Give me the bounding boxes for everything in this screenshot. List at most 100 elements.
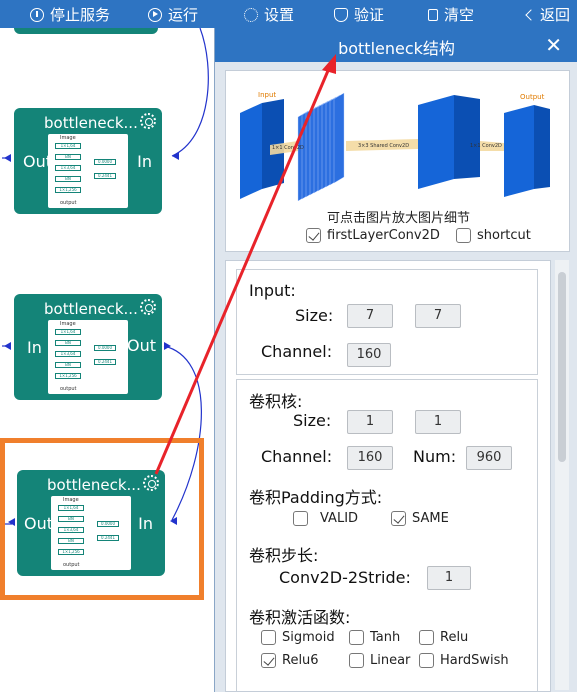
act-linear-option[interactable]: Linear <box>349 653 410 668</box>
thumb-side: 0.0000 <box>97 521 119 527</box>
port-arrow <box>8 518 15 526</box>
port-label-left: Out <box>24 514 54 533</box>
checkbox-unchecked-icon[interactable] <box>261 630 276 645</box>
thumb-side: 0.2441 <box>94 173 116 179</box>
act-tanh-label: Tanh <box>370 630 401 645</box>
scrollbar-thumb[interactable] <box>558 272 566 462</box>
selected-node-highlight <box>0 438 204 600</box>
port-label-left: Out <box>23 152 53 171</box>
back-button[interactable]: 返回 <box>524 4 570 25</box>
stride-field[interactable]: 1 <box>427 566 471 590</box>
kernel-size-h-field[interactable]: 1 <box>415 410 461 434</box>
act-relu-option[interactable]: Relu <box>419 630 468 645</box>
thumb-top: Image <box>60 135 76 141</box>
shortcut-checkbox[interactable]: shortcut <box>456 228 531 243</box>
checkbox-checked-icon[interactable] <box>261 653 276 668</box>
checkbox-unchecked-icon[interactable] <box>456 228 471 243</box>
input-title: Input: <box>249 281 296 300</box>
kernel-num-field[interactable]: 960 <box>466 446 512 470</box>
thumb-bottom: output <box>60 386 77 392</box>
figure-conv1-label: 1×1 Conv2D <box>272 145 304 151</box>
padding-valid-option[interactable]: VALID <box>293 511 358 526</box>
port-label-right: In <box>138 514 153 533</box>
figure-hint: 可点击图片放大图片细节 <box>326 211 470 226</box>
padding-same-option[interactable]: SAME <box>391 511 449 526</box>
gear-icon[interactable] <box>140 113 156 129</box>
port-arrow <box>4 342 11 350</box>
stop-service-label: 停止服务 <box>50 6 111 24</box>
kernel-channel-field[interactable]: 160 <box>347 446 393 470</box>
thumb-side: 0.2441 <box>94 359 116 365</box>
act-sigmoid-option[interactable]: Sigmoid <box>261 630 335 645</box>
partial-node[interactable] <box>14 28 158 34</box>
top-toolbar: 停止服务 运行 设置 验证 清空 返回 <box>0 0 577 28</box>
panel-scrollbar[interactable] <box>555 260 569 690</box>
thumb-row: BN <box>55 362 81 368</box>
act-relu6-label: Relu6 <box>282 653 319 668</box>
bottleneck-node-1[interactable]: bottleneck... Out In Image 1×1,64 BN 1×3… <box>14 108 162 214</box>
node-thumbnail: Image 1×1,64 BN 1×3,64 BN 1×1,256 0.0000… <box>48 320 128 394</box>
clear-button[interactable]: 清空 <box>428 4 474 25</box>
checkbox-checked-icon[interactable] <box>306 228 321 243</box>
thumb-row: 1×1,256 <box>55 373 81 379</box>
port-arrow <box>170 517 177 525</box>
settings-label: 设置 <box>264 6 295 24</box>
gear-icon[interactable] <box>143 475 159 491</box>
first-layer-checkbox[interactable]: firstLayerConv2D <box>306 228 440 243</box>
bottleneck-node-2[interactable]: bottleneck... In Out Image 1×1,64 BN 1×3… <box>14 294 162 400</box>
kernel-size-w-field[interactable]: 1 <box>347 410 393 434</box>
input-size-h-field[interactable]: 7 <box>415 304 461 328</box>
shield-icon <box>334 7 348 22</box>
thumb-top: Image <box>63 497 79 503</box>
settings-button[interactable]: 设置 <box>244 4 294 25</box>
dialog-title: bottleneck结构 <box>338 39 455 58</box>
padding-same-label: SAME <box>412 511 449 526</box>
structure-figure[interactable]: Input Output 1×1 Conv <box>234 77 560 201</box>
shortcut-label: shortcut <box>477 228 531 243</box>
power-icon <box>30 7 44 22</box>
port-label-right: In <box>137 152 152 171</box>
act-relu-label: Relu <box>440 630 469 645</box>
stride-title: 卷积步长: <box>249 546 319 565</box>
bottleneck-dialog: bottleneck结构 ✕ Input Output <box>214 28 577 692</box>
padding-valid-label: VALID <box>320 511 359 526</box>
structure-figure-box: Input Output 1×1 Conv <box>225 70 570 252</box>
input-size-label: Size: <box>295 306 334 325</box>
input-size-w-field[interactable]: 7 <box>347 304 393 328</box>
checkbox-unchecked-icon[interactable] <box>419 653 434 668</box>
thumb-row: BN <box>58 538 84 544</box>
checkbox-unchecked-icon[interactable] <box>293 511 308 526</box>
act-tanh-option[interactable]: Tanh <box>349 630 400 645</box>
gear-icon[interactable] <box>140 299 156 315</box>
thumb-row: 1×1,64 <box>55 143 81 149</box>
node-thumbnail: Image 1×1,64 BN 1×3,64 BN 1×1,256 0.0000… <box>51 496 131 570</box>
checkbox-unchecked-icon[interactable] <box>349 630 364 645</box>
run-label: 运行 <box>168 6 199 24</box>
checkbox-unchecked-icon[interactable] <box>419 630 434 645</box>
close-icon[interactable]: ✕ <box>545 33 562 57</box>
thumb-row: 1×1,64 <box>55 329 81 335</box>
port-label-left: In <box>27 338 42 357</box>
verify-button[interactable]: 验证 <box>334 4 384 25</box>
thumb-row: 1×3,64 <box>58 527 84 533</box>
params-panel: Input: Size: 7 7 Channel: 160 卷积核: Size:… <box>225 260 551 692</box>
thumb-side: 0.0000 <box>94 159 116 165</box>
thumb-row: BN <box>55 176 81 182</box>
checkbox-unchecked-icon[interactable] <box>349 653 364 668</box>
port-arrow <box>4 154 11 162</box>
checkbox-checked-icon[interactable] <box>391 511 406 526</box>
act-relu6-option[interactable]: Relu6 <box>261 653 319 668</box>
input-channel-field[interactable]: 160 <box>347 343 391 367</box>
act-hardswish-option[interactable]: HardSwish <box>419 653 509 668</box>
bottleneck-node-3[interactable]: bottleneck... Out In Image 1×1,64 BN 1×3… <box>17 470 165 576</box>
stride-label: Conv2D-2Stride: <box>279 568 411 587</box>
thumb-row: BN <box>55 340 81 346</box>
stop-service-button[interactable]: 停止服务 <box>30 4 110 25</box>
node-thumbnail: Image 1×1,64 BN 1×3,64 BN 1×1,256 0.0000… <box>48 134 128 208</box>
run-button[interactable]: 运行 <box>148 4 198 25</box>
thumb-row: 1×1,256 <box>58 549 84 555</box>
node-title: bottleneck... <box>47 476 141 494</box>
kernel-section: 卷积核: Size: 1 1 Channel: 160 Num: 960 卷积P… <box>236 379 538 691</box>
thumb-side: 0.2441 <box>97 535 119 541</box>
